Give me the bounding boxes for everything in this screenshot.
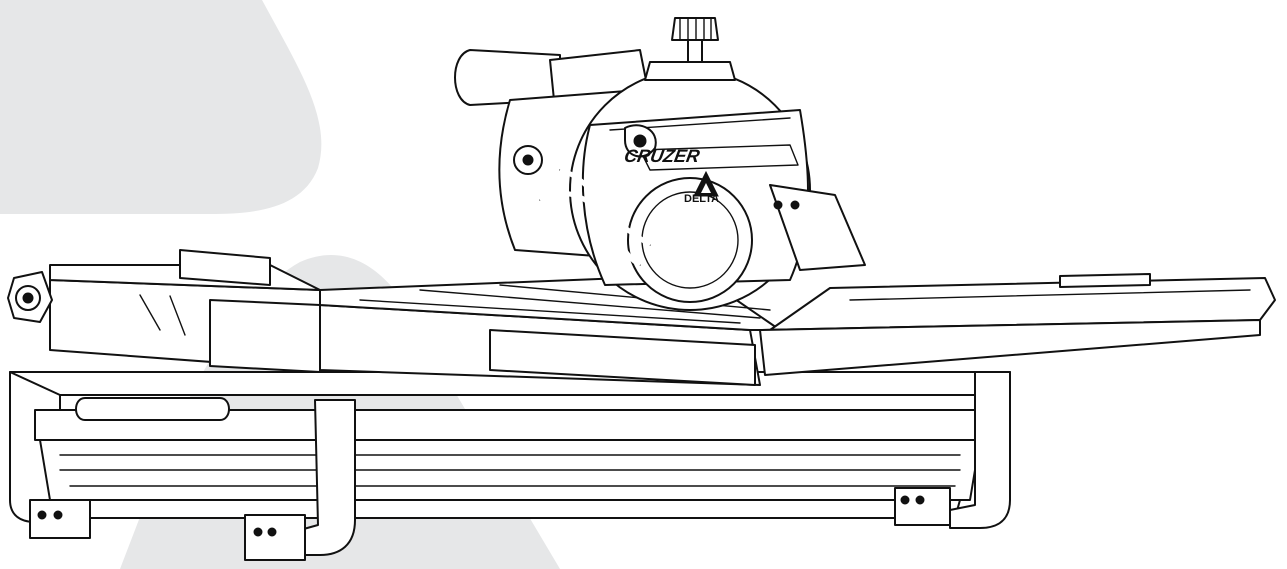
table-extension <box>759 273 1276 376</box>
backdrop-top-left <box>0 0 322 214</box>
branding: CRUZER DELTA <box>623 146 719 205</box>
stand-frame <box>9 371 1011 561</box>
main-table <box>319 274 781 386</box>
sliding-table <box>7 249 321 373</box>
model-label: CRUZER <box>623 146 701 166</box>
water-hoses <box>538 167 652 268</box>
brand-label: DELTA <box>684 193 719 205</box>
blade-guard <box>569 17 866 311</box>
